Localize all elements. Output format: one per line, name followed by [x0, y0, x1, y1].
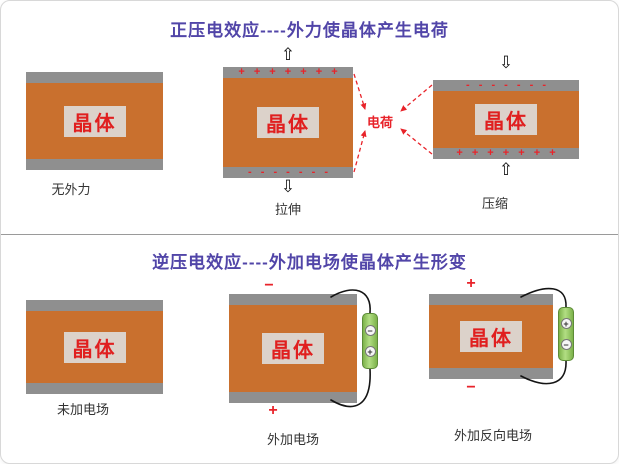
- force-arrow-down-icon: ⇩: [498, 53, 514, 72]
- electrode-bottom-positive: + + + + + + +: [433, 148, 579, 159]
- crystal-label: 晶体: [257, 107, 319, 138]
- crystal-reverse-field: 晶体: [429, 294, 553, 379]
- electrode-top: [429, 294, 553, 305]
- plate-charge-bottom: −: [466, 379, 476, 396]
- battery-top-terminal: +: [560, 318, 572, 329]
- electrode-bottom: [229, 392, 357, 403]
- crystal-label: 晶体: [63, 105, 126, 137]
- top-section-title: 正压电效应----外力使晶体产生电荷: [170, 21, 449, 40]
- electrode-top-positive: + + + + + + +: [223, 67, 353, 78]
- crystal-label: 晶体: [63, 331, 126, 363]
- charge-label: 电荷: [367, 115, 394, 130]
- crystal-applied-field: 晶体: [229, 294, 357, 403]
- crystal-no-force: 晶体: [26, 72, 163, 170]
- section-divider: [1, 234, 618, 235]
- electrode-top-negative: - - - - - - -: [433, 80, 579, 91]
- force-arrow-down-icon: ⇩: [280, 177, 296, 196]
- plate-charge-top: +: [466, 275, 476, 292]
- crystal-body: 晶体: [433, 91, 579, 148]
- crystal-no-field: 晶体: [26, 300, 163, 394]
- plate-charge-bottom: +: [268, 402, 278, 419]
- crystal-body: 晶体: [229, 305, 357, 392]
- caption-applied-field: 外加电场: [266, 432, 319, 447]
- crystal-body: 晶体: [223, 78, 353, 167]
- battery: − +: [362, 313, 378, 369]
- force-arrow-up-icon: ⇧: [498, 160, 514, 179]
- crystal-label: 晶体: [460, 321, 522, 352]
- caption-compress: 压缩: [481, 196, 508, 211]
- crystal-body: 晶体: [26, 311, 163, 383]
- electrode-top: [229, 294, 357, 305]
- electrode-bottom: [26, 383, 163, 394]
- crystal-label: 晶体: [262, 333, 324, 364]
- caption-no-force: 无外力: [51, 182, 91, 197]
- battery-bottom-terminal: +: [364, 346, 376, 358]
- bottom-section-title: 逆压电效应----外加电场使晶体产生形变: [152, 253, 467, 272]
- caption-no-field: 未加电场: [56, 402, 109, 417]
- electrode-top: [26, 300, 163, 311]
- battery-top-terminal: −: [364, 324, 376, 336]
- crystal-body: 晶体: [429, 305, 553, 368]
- electrode-bottom-negative: - - - - - - -: [223, 167, 353, 178]
- battery-bottom-terminal: −: [560, 339, 572, 350]
- battery-reversed: + −: [558, 307, 574, 361]
- force-arrow-up-icon: ⇧: [280, 45, 296, 64]
- crystal-body: 晶体: [26, 83, 163, 159]
- electrode-bottom: [429, 368, 553, 379]
- crystal-label: 晶体: [475, 104, 537, 135]
- crystal-compressed: - - - - - - - 晶体 + + + + + + +: [433, 80, 579, 159]
- caption-reverse-field: 外加反向电场: [453, 428, 532, 443]
- electrode-bottom: [26, 159, 163, 170]
- caption-stretch: 拉伸: [274, 202, 301, 217]
- electrode-top: [26, 72, 163, 83]
- crystal-stretched: + + + + + + + 晶体 - - - - - - -: [223, 67, 353, 178]
- plate-charge-top: −: [264, 277, 274, 294]
